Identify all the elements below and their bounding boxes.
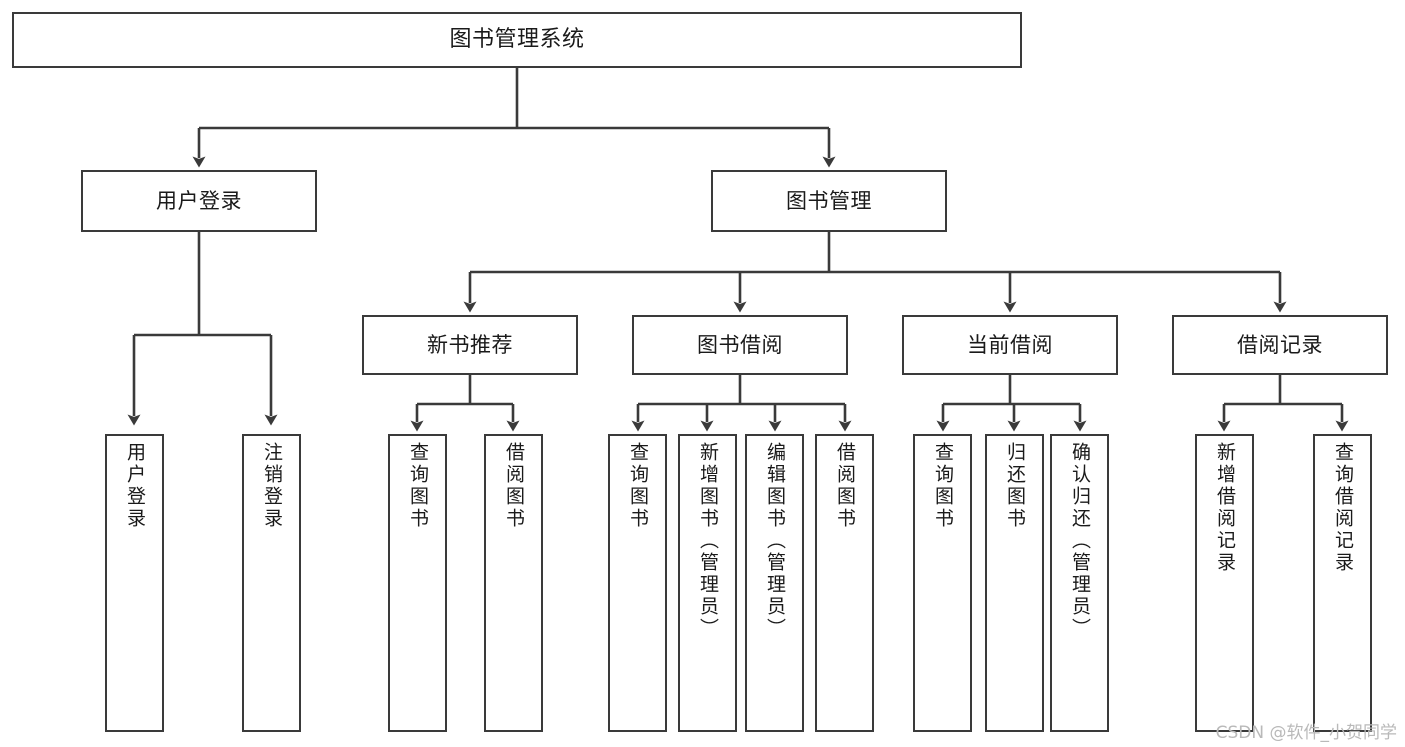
node-leaf-logout[interactable]: 注销登录: [242, 434, 301, 732]
node-current-borrow-label: 当前借阅: [967, 332, 1053, 357]
node-leaf-query-book-2-label: 查询图书: [627, 442, 649, 530]
node-leaf-user-login[interactable]: 用户登录: [105, 434, 164, 732]
node-user-login[interactable]: 用户登录: [81, 170, 317, 232]
node-leaf-query-book-2[interactable]: 查询图书: [608, 434, 667, 732]
node-user-login-label: 用户登录: [156, 188, 242, 213]
node-book-manage-label: 图书管理: [786, 188, 872, 213]
node-leaf-edit-book-label: 编辑图书（管理员）: [764, 442, 786, 640]
node-book-manage[interactable]: 图书管理: [711, 170, 947, 232]
node-book-borrow-label: 图书借阅: [697, 332, 783, 357]
node-root[interactable]: 图书管理系统: [12, 12, 1022, 68]
node-leaf-query-record-label: 查询借阅记录: [1332, 442, 1354, 574]
node-leaf-borrow-book-1[interactable]: 借阅图书: [484, 434, 543, 732]
node-leaf-confirm-return-label: 确认归还（管理员）: [1069, 442, 1091, 640]
node-leaf-borrow-book-1-label: 借阅图书: [503, 442, 525, 530]
node-leaf-add-book[interactable]: 新增图书（管理员）: [678, 434, 737, 732]
node-leaf-query-book-1-label: 查询图书: [407, 442, 429, 530]
node-new-book-rec-label: 新书推荐: [427, 332, 513, 357]
node-root-label: 图书管理系统: [449, 27, 585, 53]
node-leaf-borrow-book-2[interactable]: 借阅图书: [815, 434, 874, 732]
node-leaf-query-record[interactable]: 查询借阅记录: [1313, 434, 1372, 732]
watermark-text: CSDN @软件_小贺同学: [1215, 723, 1397, 743]
node-leaf-query-book-3[interactable]: 查询图书: [913, 434, 972, 732]
node-leaf-edit-book[interactable]: 编辑图书（管理员）: [745, 434, 804, 732]
node-leaf-user-login-label: 用户登录: [124, 442, 146, 530]
node-leaf-add-record[interactable]: 新增借阅记录: [1195, 434, 1254, 732]
node-leaf-return-book-label: 归还图书: [1004, 442, 1026, 530]
node-leaf-confirm-return[interactable]: 确认归还（管理员）: [1050, 434, 1109, 732]
node-leaf-borrow-book-2-label: 借阅图书: [834, 442, 856, 530]
node-leaf-add-record-label: 新增借阅记录: [1214, 442, 1236, 574]
node-new-book-rec[interactable]: 新书推荐: [362, 315, 578, 375]
node-current-borrow[interactable]: 当前借阅: [902, 315, 1118, 375]
node-leaf-logout-label: 注销登录: [261, 442, 283, 530]
node-leaf-query-book-1[interactable]: 查询图书: [388, 434, 447, 732]
node-borrow-record[interactable]: 借阅记录: [1172, 315, 1388, 375]
node-leaf-add-book-label: 新增图书（管理员）: [697, 442, 719, 640]
node-book-borrow[interactable]: 图书借阅: [632, 315, 848, 375]
node-leaf-query-book-3-label: 查询图书: [932, 442, 954, 530]
node-leaf-return-book[interactable]: 归还图书: [985, 434, 1044, 732]
node-borrow-record-label: 借阅记录: [1237, 332, 1323, 357]
